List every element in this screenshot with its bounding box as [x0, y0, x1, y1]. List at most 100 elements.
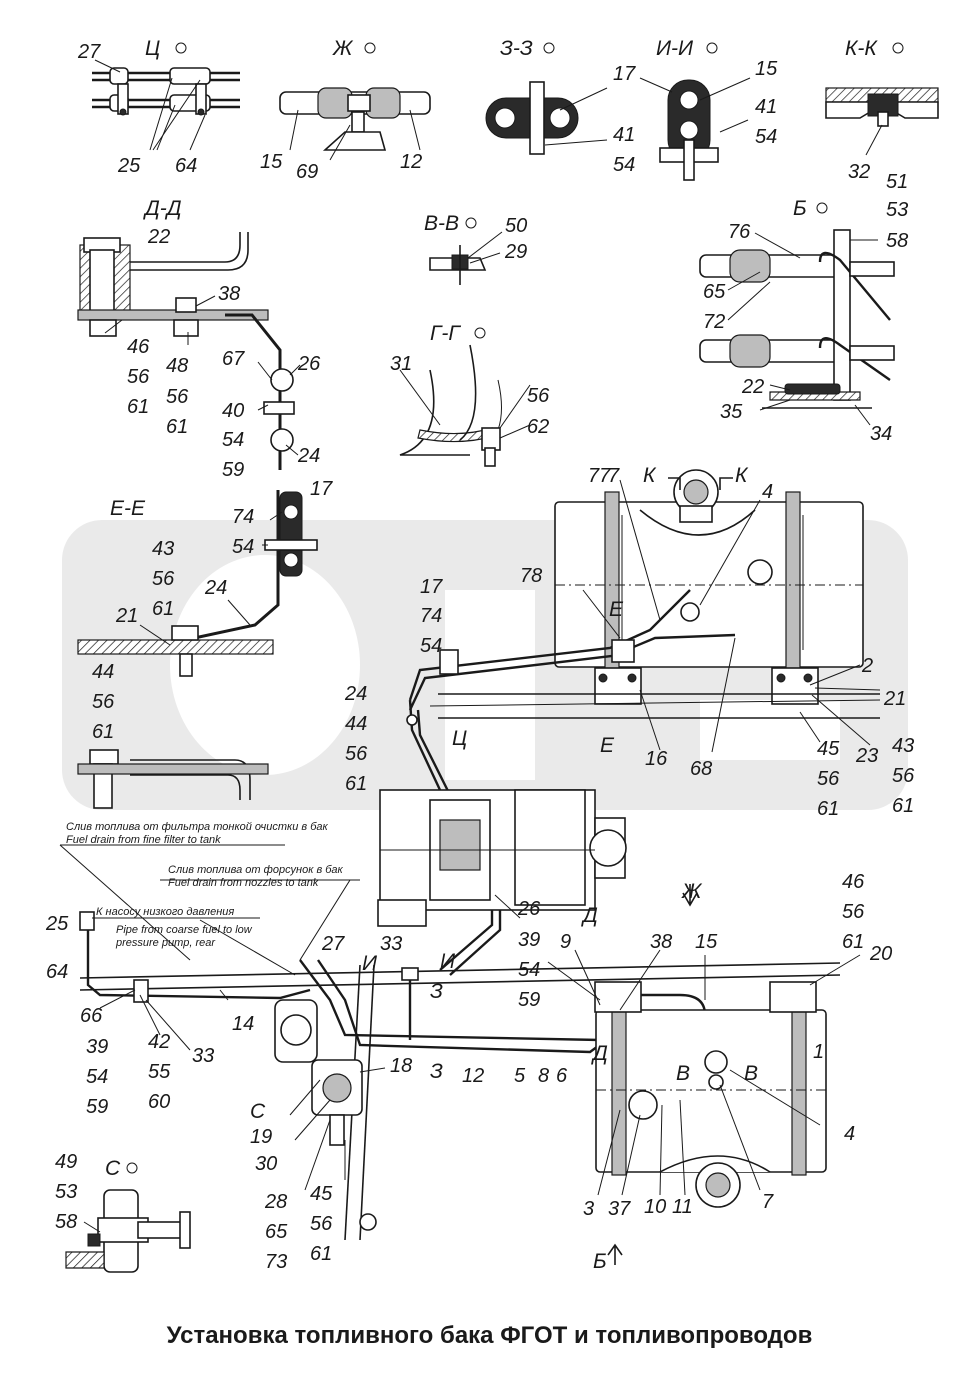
mark-b: Б	[593, 1250, 607, 1273]
callout: 37	[608, 1198, 631, 1220]
callout: 56	[166, 386, 189, 408]
callout: 24	[344, 683, 367, 705]
callout: 54	[420, 635, 442, 657]
note-low-pump-en-2: pressure pump, rear	[115, 937, 216, 949]
callout: 34	[870, 423, 892, 445]
mark-d-lower: Д	[591, 1042, 608, 1065]
callout: 59	[222, 459, 244, 481]
view-i-i-detail	[639, 77, 751, 181]
callout: 6	[556, 1065, 568, 1087]
callout: 27	[321, 933, 345, 955]
callout: 31	[390, 353, 412, 375]
callout: 61	[817, 798, 839, 820]
callout: 30	[255, 1153, 277, 1175]
callout: 17	[613, 63, 636, 85]
pipe-notes: Слив топлива от фильтра тонкой очистки в…	[66, 821, 344, 949]
callout: 39	[518, 929, 540, 951]
callout: 22	[741, 376, 764, 398]
callout: 55	[148, 1061, 171, 1083]
callout: 61	[892, 795, 914, 817]
callout: 65	[703, 281, 726, 303]
callout: 8	[538, 1065, 549, 1087]
callout: 59	[86, 1096, 108, 1118]
callout: 65	[265, 1221, 288, 1243]
callout: 20	[869, 943, 892, 965]
callout: 4	[762, 481, 773, 503]
callout: 54	[232, 536, 254, 558]
callout: 41	[755, 96, 777, 118]
callout: 26	[517, 898, 541, 920]
note-fine-filter-en: Fuel drain from fine filter to tank	[66, 834, 221, 846]
callout: 56	[310, 1213, 333, 1235]
view-z-z-detail	[485, 81, 608, 155]
mark-e-upper: Е	[609, 598, 624, 621]
mark-i-right: И	[440, 950, 456, 973]
callout: 56	[892, 765, 915, 787]
callout: 10	[644, 1196, 666, 1218]
callout: 54	[613, 154, 635, 176]
callout: 17	[420, 576, 443, 598]
view-title-c-lower: С	[105, 1157, 121, 1180]
callout: 44	[345, 713, 367, 735]
view-d-d-detail	[77, 232, 301, 470]
mark-z-lower: З	[430, 1060, 443, 1083]
callout: 61	[345, 773, 367, 795]
view-g-g-detail	[399, 344, 531, 467]
view-title-z-z: З-З	[500, 37, 533, 60]
lower-frame-rail	[79, 962, 841, 1241]
mark-k-right: К	[735, 464, 749, 487]
view-c-detail	[92, 59, 240, 151]
callout: 27	[77, 41, 101, 63]
upper-fuel-tank	[554, 469, 864, 705]
callout: 77	[588, 465, 611, 487]
callout: 43	[892, 735, 914, 757]
callout: 56	[817, 768, 840, 790]
callout: 42	[148, 1031, 170, 1053]
callout: 74	[232, 506, 254, 528]
view-c-lower-detail	[65, 1189, 191, 1273]
view-e-e-detail	[77, 490, 318, 809]
leader-lines	[59, 477, 881, 1265]
callout: 73	[265, 1251, 287, 1273]
callout: 53	[886, 199, 908, 221]
note-low-pump-ru: К насосу низкого давления	[96, 906, 234, 918]
callout: 24	[297, 445, 320, 467]
callout: 78	[520, 565, 542, 587]
callout: 61	[92, 721, 114, 743]
note-nozzles-en: Fuel drain from nozzles to tank	[168, 877, 319, 889]
callout: 54	[222, 429, 244, 451]
callout: 15	[755, 58, 778, 80]
callout: 4	[844, 1123, 855, 1145]
callout: 41	[613, 124, 635, 146]
callout: 61	[842, 931, 864, 953]
callout: 51	[886, 171, 908, 193]
view-title-zh: Ж	[332, 37, 354, 60]
mark-zh: Ж	[681, 880, 703, 903]
callout: 68	[690, 758, 712, 780]
callout: 61	[166, 416, 188, 438]
callout: 56	[345, 743, 368, 765]
upper-frame-rail	[429, 693, 881, 719]
drawing-title: Установка топливного бака ФГОТ и топливо…	[166, 1322, 813, 1349]
callout: 45	[310, 1183, 333, 1205]
callout: 62	[527, 416, 549, 438]
callout: 60	[148, 1091, 170, 1113]
coarse-filter-assembly	[274, 999, 363, 1146]
view-title-e-e: Е-Е	[110, 497, 146, 520]
callout: 53	[55, 1181, 77, 1203]
view-zh-detail	[279, 87, 431, 161]
view-b-detail	[699, 229, 895, 426]
callout: 1	[813, 1041, 824, 1063]
callout: 64	[46, 961, 68, 983]
callout: 18	[390, 1055, 412, 1077]
callout: 33	[380, 933, 402, 955]
callout: 17	[310, 478, 333, 500]
callout: 54	[518, 959, 540, 981]
callout: 69	[296, 161, 318, 183]
callout: 25	[45, 913, 69, 935]
callout: 24	[204, 577, 227, 599]
mark-e-lower: Е	[600, 734, 615, 757]
callout: 58	[55, 1211, 77, 1233]
callout: 7	[762, 1191, 774, 1213]
